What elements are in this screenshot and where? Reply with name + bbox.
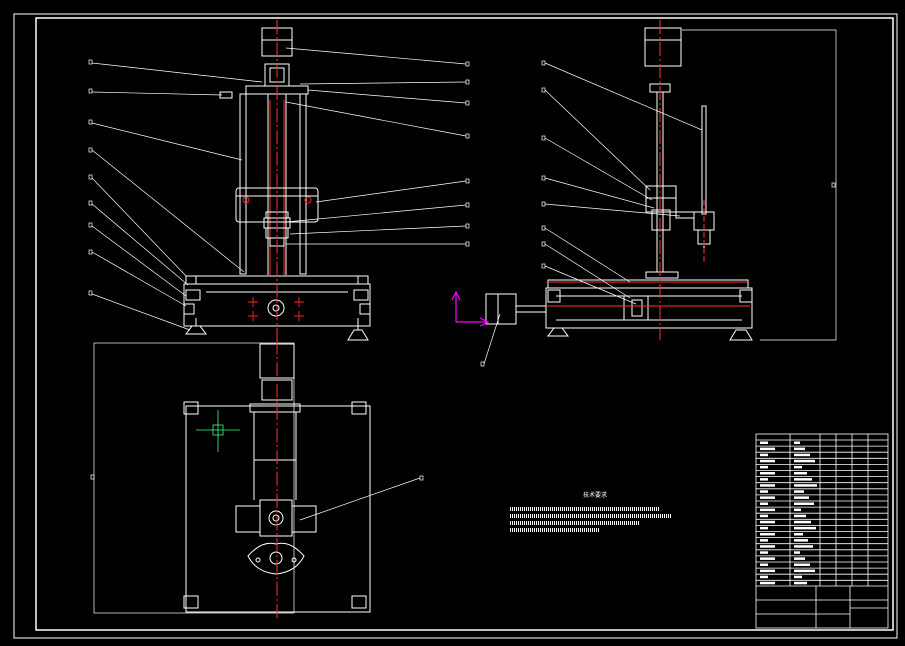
front-view[interactable] [88,20,470,341]
side-view[interactable] [451,20,837,367]
notes-title: 技术要求 [583,491,607,499]
ucs-axis-icon [451,290,490,327]
top-view[interactable] [90,340,424,620]
technical-notes: 技术要求 [510,491,672,532]
bom-text-marks [760,441,817,585]
title-block[interactable] [755,433,889,629]
sheet-border [13,13,898,639]
crosshair-cursor-icon [196,410,240,452]
bom-rows [756,439,888,581]
